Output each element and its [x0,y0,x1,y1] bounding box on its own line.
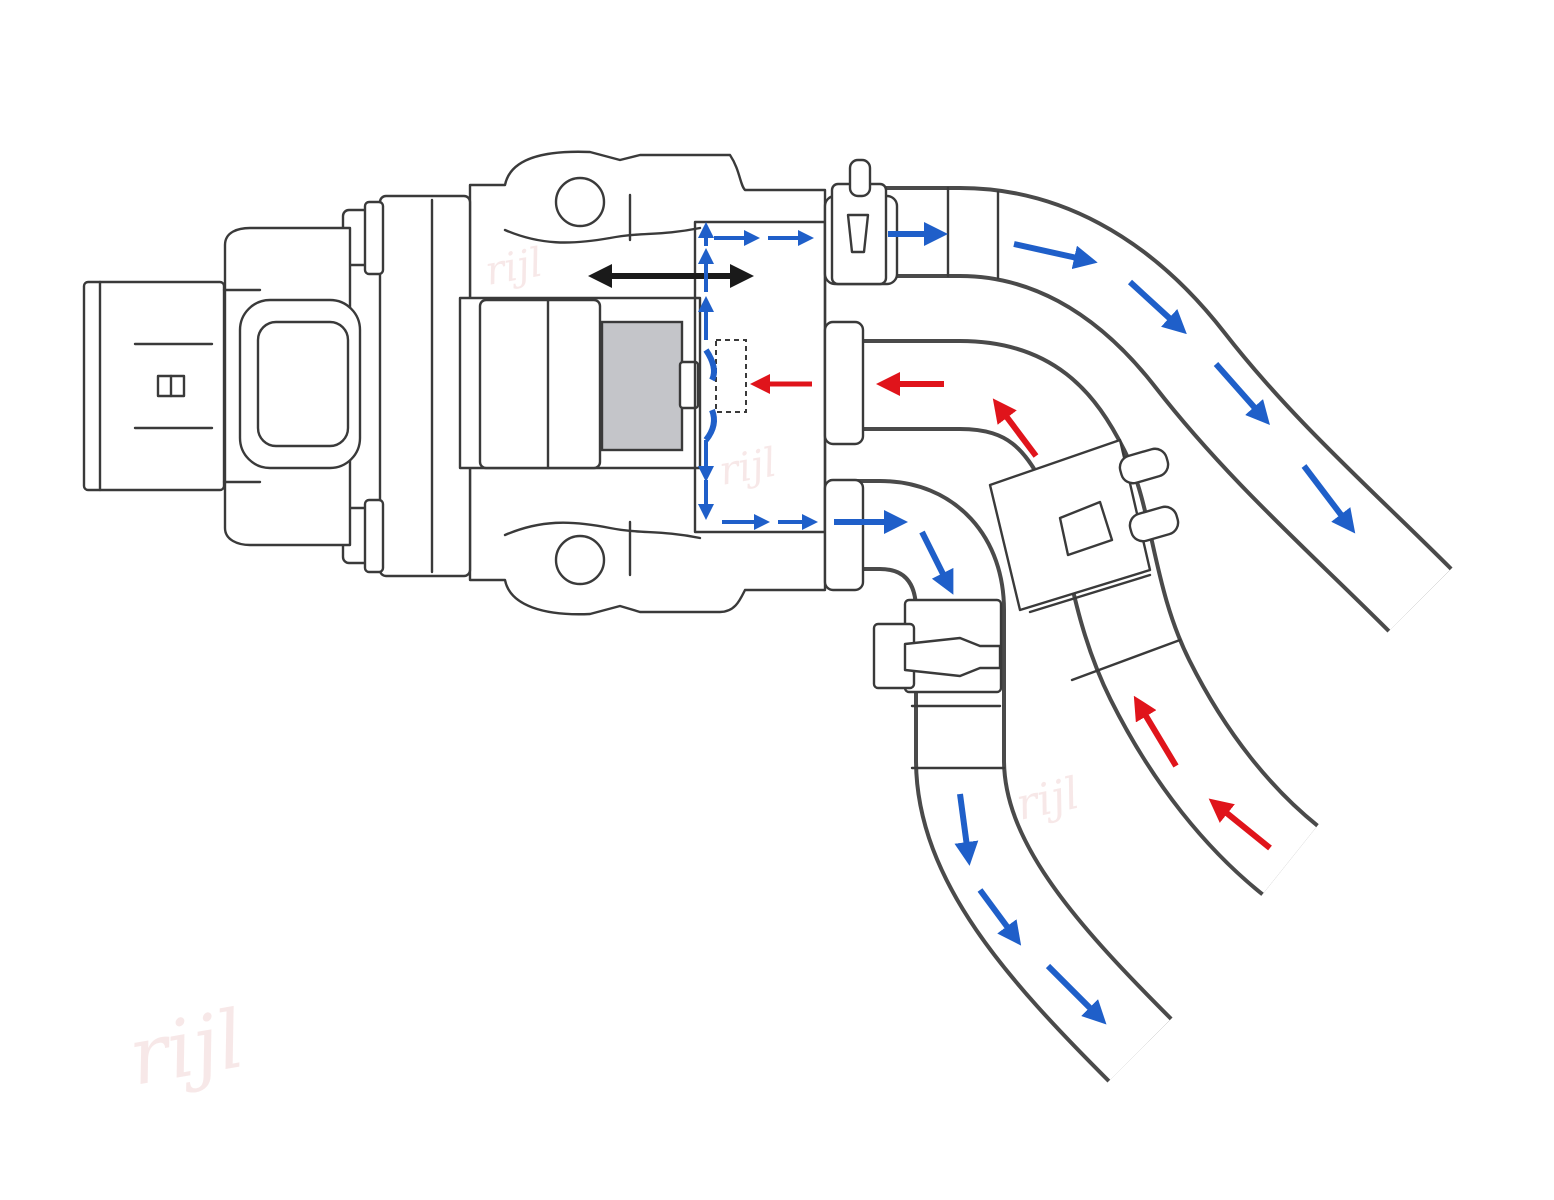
mount-hole-bottom [554,534,606,586]
connector-plug [82,280,226,492]
flow-arrow-top-3 [1127,279,1187,335]
flow-arrow-curve-lower [703,408,717,442]
port-bottom [823,478,865,592]
flange [378,194,472,578]
mount-hole-top [554,176,606,228]
watermark-1: rijl [482,240,546,295]
flow-arrow-bottom-3 [954,793,979,866]
flow-arrow-bottom-5 [1045,963,1107,1025]
plunger-tip [678,360,700,410]
flow-arrow-top-4 [1213,362,1270,425]
connector-latch [238,298,362,470]
watermark-4: rijl [122,992,251,1103]
plunger [600,320,684,452]
flow-arrow-curve-upper [703,348,717,382]
flow-arrow-bottom-4 [977,888,1022,946]
flow-arrows [588,222,1356,1025]
flow-arrow-top-5 [1301,464,1356,534]
flow-arrow-top-2 [1013,241,1098,270]
flow-arrow-bottom-2 [919,530,954,595]
coil [478,298,602,470]
clamp-middle [988,438,1182,682]
clamp-top [830,158,888,286]
bolt-top [341,200,385,276]
watermark-3: rijl [1012,768,1084,831]
clamp-bottom [872,598,1003,694]
flow-arrow-inlet-3 [992,398,1039,458]
port-middle [823,320,865,446]
valve-seat-dashed [715,339,747,413]
flow-arrow-inlet-4 [1133,695,1179,768]
flow-arrow-inlet-5 [1208,798,1272,851]
watermark-2: rijl [716,440,780,495]
valve-body [82,150,899,616]
